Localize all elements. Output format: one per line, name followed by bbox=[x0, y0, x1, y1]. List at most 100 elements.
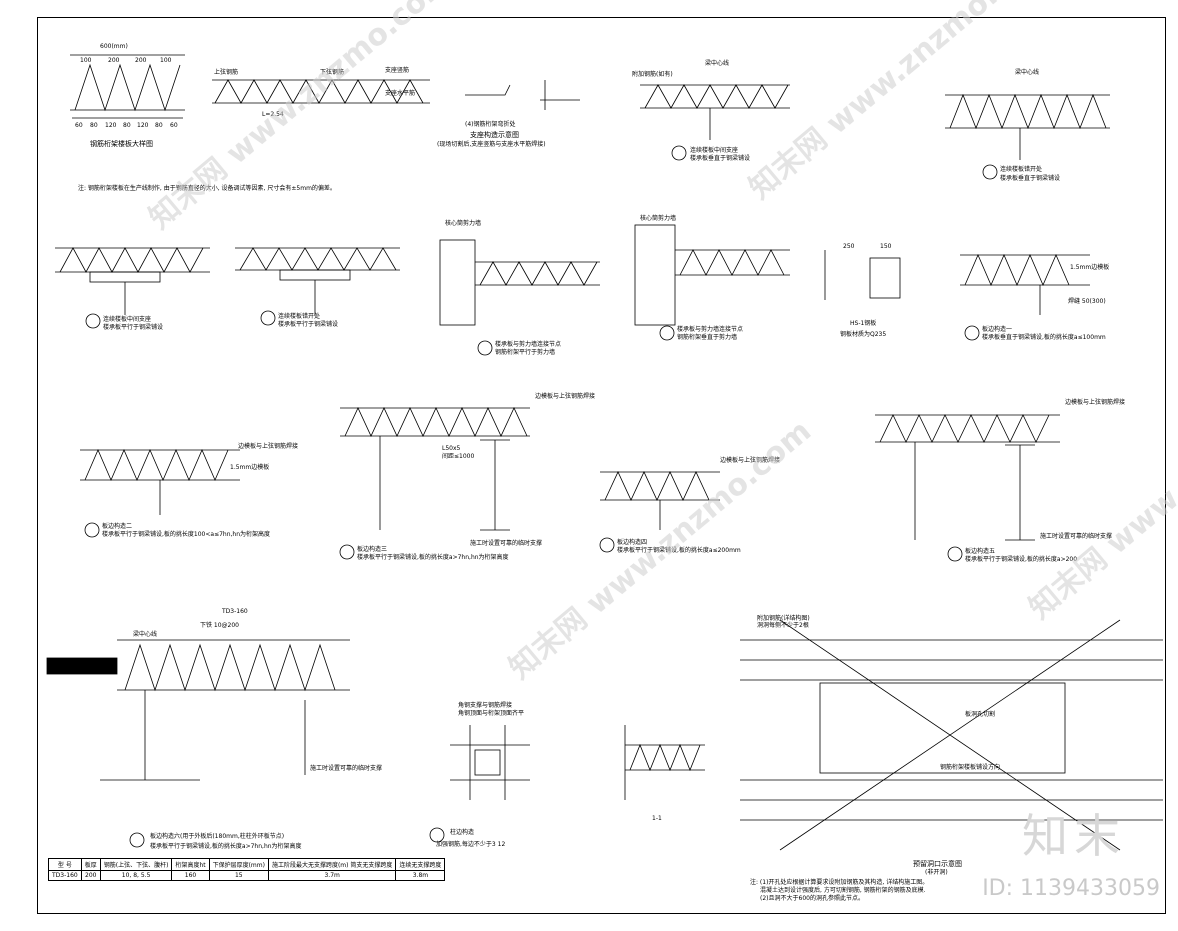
label-bottom-chord: 下弦钢筋 bbox=[320, 68, 344, 76]
edge-plate-7: 1.5mm边模板 bbox=[1070, 263, 1109, 271]
spec-h1: 板厚 bbox=[80, 858, 101, 871]
note-d4: 楼承板平行于钢梁铺设 bbox=[278, 320, 338, 328]
title-d2: 连续楼板错开处 bbox=[1000, 165, 1042, 173]
spec-data-row: TD3-160 200 10, 8, 5.5 160 15 3.7m 3.8m bbox=[48, 870, 446, 881]
label-support-v: 支座竖筋 bbox=[385, 66, 409, 74]
note-d1: 楼承板垂直于钢梁铺设 bbox=[690, 154, 750, 162]
brand-watermark: 知末 bbox=[1022, 809, 1126, 863]
note-d3: 楼承板平行于钢梁铺设 bbox=[103, 323, 163, 331]
annotation-c: 混凝土达到设计强度后, 方可切割钢筋, 钢筋桁架的钢筋及底模. bbox=[760, 886, 926, 894]
dim-80: 80 bbox=[90, 122, 98, 129]
note-opening: (非开洞) bbox=[925, 868, 948, 876]
detail-circles bbox=[84, 145, 998, 848]
watermark-2: 知末网 www.znzmo.com bbox=[503, 414, 818, 687]
title-d0b: 支座构造示意图 bbox=[470, 130, 519, 139]
note-d7: 楼承板垂直于钢梁铺设,板的挑长度a≤100mm bbox=[982, 333, 1106, 341]
spec-c0: TD3-160 bbox=[48, 870, 82, 881]
dim-80c: 80 bbox=[155, 122, 163, 129]
spacing-9: 间距≤1000 bbox=[442, 452, 474, 460]
id-tag: ID: 1139433059 bbox=[982, 876, 1160, 901]
note-d5: 钢筋桁架平行于剪力墙 bbox=[495, 348, 555, 356]
td-label: TD3-160 bbox=[221, 608, 248, 615]
spec-c1: 200 bbox=[80, 870, 101, 881]
spec-c2: 10, 8, 5.5 bbox=[99, 870, 173, 881]
extra-bar-1: 附加钢筋(如有) bbox=[632, 70, 673, 78]
spec-c3: 160 bbox=[171, 870, 210, 881]
note-d13: 加强钢筋,每边不少于3 12 bbox=[436, 840, 505, 848]
spec-h0: 型 号 bbox=[48, 858, 82, 871]
note-d0b: (现场切割后,支座竖筋与支座水平筋焊接) bbox=[437, 140, 546, 148]
note-d9: 楼承板平行于钢梁铺设,板的挑长度a>7hn,hn为桁架高度 bbox=[357, 553, 509, 561]
title-d8: 板边构造二 bbox=[102, 522, 132, 530]
temp-support-11: 施工时设置可靠的临时支撑 bbox=[1040, 532, 1112, 540]
title-d9: 板边构造三 bbox=[357, 545, 387, 553]
label-bar-note: (4)钢筋桁架弯折处 bbox=[465, 120, 516, 128]
dim-60b: 60 bbox=[170, 122, 178, 129]
spec-h6: 连续无支撑跨度 bbox=[395, 858, 446, 871]
title-opening: 预留洞口示意图 bbox=[913, 859, 962, 868]
note-d2: 楼承板垂直于钢梁铺设 bbox=[1000, 174, 1060, 182]
bottom-label: 下铁 10@200 bbox=[200, 621, 239, 629]
section-11: 1-1 bbox=[652, 815, 662, 822]
top-dim: 600(mm) bbox=[100, 43, 128, 50]
angle-9: L50x5 bbox=[442, 445, 461, 452]
title-d10: 板边构造四 bbox=[617, 538, 647, 546]
column-note2: 角钢支撑与钢筋焊接 bbox=[458, 701, 512, 709]
note-d8: 楼承板平行于钢梁铺设,板的挑长度100<a≤7hn,hn为桁架高度 bbox=[102, 530, 270, 538]
dim-60: 60 bbox=[75, 122, 83, 129]
beam-center-12: 梁中心线 bbox=[133, 630, 157, 638]
truss-shapes bbox=[46, 54, 1163, 851]
dim-200b: 200 bbox=[135, 57, 147, 64]
temp-support-12: 施工时设置可靠的临时支撑 bbox=[310, 764, 382, 772]
plate-250: 250 bbox=[843, 243, 855, 250]
title-d6: 楼承板与剪力墙连接节点 bbox=[677, 325, 743, 333]
title-d3: 连续楼板中间支座 bbox=[103, 315, 151, 323]
edge-plate-8: 1.5mm边模板 bbox=[230, 463, 269, 471]
dim-120: 120 bbox=[105, 122, 117, 129]
title-d12: 板边构造六(用于外板后(180mm,柱柱外环板节点) bbox=[150, 832, 284, 840]
title-d5: 楼承板与剪力墙连接节点 bbox=[495, 340, 561, 348]
note-d6: 钢筋桁架垂直于剪力墙 bbox=[677, 333, 737, 341]
label-top-chord: 上弦钢筋 bbox=[214, 68, 238, 76]
title-d1: 连续楼板中间支座 bbox=[690, 146, 738, 154]
note-d10: 楼承板平行于钢梁铺设,板的挑长度a≤200mm bbox=[617, 546, 741, 554]
dim-100: 100 bbox=[80, 57, 92, 64]
label-support-h: 支座水平筋 bbox=[385, 89, 415, 97]
edge-weld-11: 边模板与上弦钢筋焊接 bbox=[1065, 398, 1125, 406]
plate-name: HS-1钢板 bbox=[850, 319, 876, 327]
annotation-d: (2)且洞不大于600的洞孔参照此节点。 bbox=[760, 894, 864, 902]
title-d7: 板边构造一 bbox=[982, 325, 1012, 333]
edge-weld-8: 边模板与上弦钢筋焊接 bbox=[238, 442, 298, 450]
drawing-frame bbox=[37, 17, 1166, 914]
title-d11: 板边构造五 bbox=[965, 547, 995, 555]
spec-h3: 桁架高度ht bbox=[171, 858, 210, 871]
title-d4: 连续楼板错开处 bbox=[278, 312, 320, 320]
column-note3: 角钢顶面与桁架顶面齐平 bbox=[458, 709, 524, 717]
watermarks: 知末网 www.znzmo.com 知末网 www.znzmo.com 知末网 … bbox=[143, 0, 1178, 686]
plate-150: 150 bbox=[880, 243, 892, 250]
temp-support-9: 施工时设置可靠的临时支撑 bbox=[470, 539, 542, 547]
spec-c6: 3.8m bbox=[395, 870, 446, 881]
edge-weld-10: 边模板与上弦钢筋焊接 bbox=[720, 456, 780, 464]
watermark-1: 知末网 www.znzmo.com bbox=[143, 0, 458, 236]
wall-label-5: 核心筒剪力墙 bbox=[445, 219, 481, 227]
annotation-a: 注: 钢筋桁架楼板在生产线制作, 由于钢筋直径的大小, 设备调试等因素, 尺寸会… bbox=[78, 184, 336, 192]
spec-header-row: 型 号 板厚 钢筋(上弦、下弦、腹杆) 桁架高度ht 下保护层厚度(mm) 施工… bbox=[48, 858, 446, 871]
beam-center-1: 梁中心线 bbox=[705, 59, 729, 67]
plate-note: 钢板材质为Q235 bbox=[840, 330, 886, 338]
title-d0: 钢筋桁架楼板大样图 bbox=[90, 139, 153, 148]
dim-80b: 80 bbox=[123, 122, 131, 129]
dim-100b: 100 bbox=[160, 57, 172, 64]
dim-200: 200 bbox=[108, 57, 120, 64]
spec-h2: 钢筋(上弦、下弦、腹杆) bbox=[99, 858, 173, 871]
spec-h4: 下保护层厚度(mm) bbox=[208, 858, 269, 871]
watermark-4: 知末网 www.znzmo.com bbox=[1023, 354, 1178, 627]
weld-7: 焊缝 50(300) bbox=[1068, 297, 1106, 305]
title-d13: 柱边构造 bbox=[450, 828, 474, 836]
hole-dir: 钢筋桁架楼板铺设方向 bbox=[940, 763, 1000, 771]
note-d11: 楼承板平行于钢梁铺设,板的挑长度a>200 bbox=[965, 555, 1077, 563]
spec-c4: 15 bbox=[208, 870, 269, 881]
wall-label-6: 核心筒剪力墙 bbox=[640, 214, 676, 222]
extra-top2: 洞洞每侧不少于2根 bbox=[757, 621, 809, 629]
label-elastic: L=2.54 bbox=[262, 111, 284, 118]
